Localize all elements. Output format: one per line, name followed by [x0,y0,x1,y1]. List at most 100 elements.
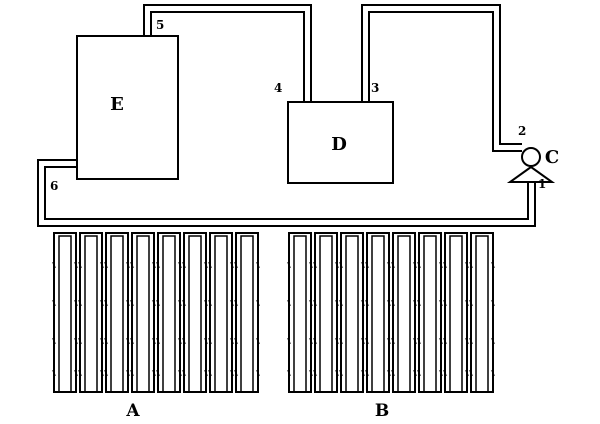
group-a-tube-5 [156,232,182,393]
group-a-tube-core [214,235,228,393]
group-b-tube-joint [417,369,421,377]
group-a-tube-joint [256,261,260,269]
group-a-tube-joint [204,337,208,345]
box-e [76,35,179,180]
group-a-tube-joint [208,299,212,307]
group-a-tube-joint [104,261,108,269]
group-b-tube-joint [491,299,495,307]
pipe-e-to-d-inner [150,11,305,102]
port-label-4: 4 [274,81,282,95]
group-b-tube-4 [365,232,391,393]
group-b-tube-joint [313,261,317,269]
group-b-tube-joint [387,261,391,269]
group-b-tube-8 [469,232,495,393]
group-a-tube-joint [256,337,260,345]
group-b-tube-wall [444,232,468,393]
group-a-tube-joint [230,261,234,269]
group-a-tube-core [110,235,124,393]
group-b-tube-joint [413,261,417,269]
group-b-tube-3 [339,232,365,393]
group-a-tube-wall [131,232,155,393]
tube-group-b [287,232,495,393]
group-b-tube-joint [309,299,313,307]
group-a-tube-joint [178,369,182,377]
tube-group-a [52,232,260,393]
group-a-tube-joint [78,299,82,307]
group-a-tube-core [162,235,176,393]
group-a-tube-joint [78,261,82,269]
pipe-return-outer [37,159,536,227]
group-b-tube-joint [443,261,447,269]
group-a-tube-joint [52,261,56,269]
group-b-tube-joint [335,337,339,345]
group-b-tube-wall [366,232,390,393]
group-a-tube-joint [208,261,212,269]
group-b-tube-joint [391,261,395,269]
group-a-tube-joint [182,337,186,345]
group-b-tube-joint [439,369,443,377]
group-b-tube-joint [361,337,365,345]
group-a-tube-7 [208,232,234,393]
group-b-tube-joint [491,369,495,377]
group-a-tube-joint [126,337,130,345]
group-b-tube-joint [287,261,291,269]
group-a-tube-joint [104,337,108,345]
label-d: D [331,134,347,155]
pipe-return-inner [44,166,529,220]
group-a-tube-joint [152,337,156,345]
group-a-tube-core [240,235,254,393]
group-b-tube-2 [313,232,339,393]
group-b-tube-joint [413,299,417,307]
group-b-tube-joint [387,299,391,307]
port-label-2: 2 [518,124,526,138]
group-a-tube-core [58,235,72,393]
group-a-tube-joint [156,299,160,307]
group-b-tube-core [319,235,333,393]
pump-c [506,147,556,183]
group-a-tube-joint [130,299,134,307]
group-a-tube-joint [230,299,234,307]
label-e: E [110,94,124,115]
group-b-tube-joint [443,369,447,377]
group-b-tube-joint [287,369,291,377]
group-a-tube-core [84,235,98,393]
group-b-tube-core [397,235,411,393]
group-b-tube-5 [391,232,417,393]
group-a-tube-6 [182,232,208,393]
group-b-tube-core [293,235,307,393]
group-a-tube-joint [204,369,208,377]
group-a-tube-joint [182,261,186,269]
pump-base [506,165,556,183]
group-b-tube-joint [309,261,313,269]
group-a-tube-wall [183,232,207,393]
group-a-tube-joint [156,369,160,377]
group-b-tube-joint [469,261,473,269]
group-a-tube-joint [178,261,182,269]
group-b-tube-joint [387,337,391,345]
group-a-tube-core [136,235,150,393]
group-b-tube-joint [439,299,443,307]
group-b-tube-joint [465,299,469,307]
group-b-tube-joint [491,337,495,345]
group-a-tube-joint [74,261,78,269]
group-a-tube-joint [130,261,134,269]
group-a-tube-joint [256,299,260,307]
label-group-b: B [375,401,389,421]
group-a-tube-joint [230,369,234,377]
group-a-tube-joint [130,337,134,345]
group-b-tube-joint [365,261,369,269]
group-a-tube-joint [156,337,160,345]
group-b-tube-core [449,235,463,393]
group-a-tube-joint [182,369,186,377]
group-b-tube-joint [361,261,365,269]
group-a-tube-joint [234,337,238,345]
group-b-tube-wall [340,232,364,393]
group-a-tube-core [188,235,202,393]
group-a-tube-joint [104,299,108,307]
group-b-tube-joint [365,337,369,345]
group-b-tube-joint [335,369,339,377]
group-a-tube-joint [126,369,130,377]
group-a-tube-wall [105,232,129,393]
group-a-tube-joint [152,369,156,377]
group-a-tube-joint [152,299,156,307]
